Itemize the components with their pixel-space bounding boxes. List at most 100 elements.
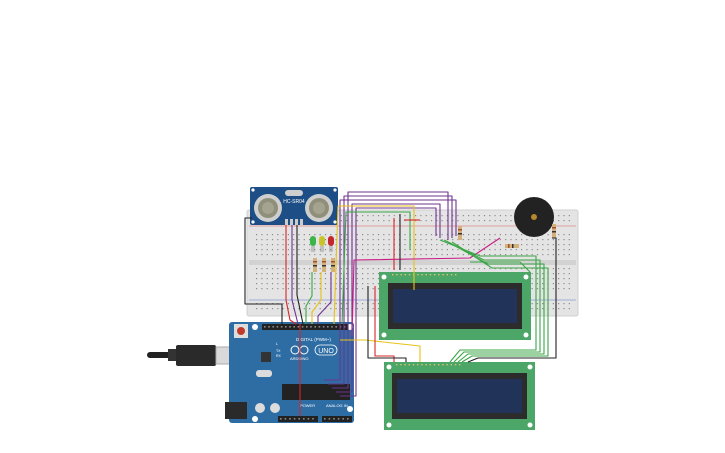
ultrasonic-sensor[interactable]: HC-SR04 [250,187,338,225]
resistor-buzzer[interactable] [552,224,556,238]
wire-trig[interactable] [291,225,299,325]
breadboard-hole [256,249,258,251]
breadboard-hole [462,234,464,236]
wire-red-bb-3[interactable] [374,286,395,362]
breadboard-hole [430,215,433,217]
breadboard-hole [356,283,358,285]
breadboard-hole [287,303,289,305]
wire-green-top[interactable] [341,211,411,325]
breadboard-hole [558,215,560,217]
wire-red-vcc[interactable] [285,225,297,325]
wire-green-lcd-3[interactable] [447,241,545,363]
breadboard-hole [441,249,443,251]
breadboard-hole [287,278,289,280]
wire-black-gnd[interactable] [244,217,283,324]
arduino-pin [268,326,270,328]
arduino-pin [347,418,349,420]
breadboard-hole [356,249,358,251]
breadboard-hole [324,303,327,305]
breadboard-hole [568,303,570,305]
arduino-uno-board[interactable]: DIGITAL (PWM~) ARDUINO UNO TX RX L POWER… [225,322,354,423]
breadboard-hole [319,283,321,285]
breadboard-hole [282,308,284,310]
breadboard-hole [324,278,327,280]
breadboard-hole [377,244,380,246]
led-green[interactable] [310,236,316,252]
reset-button[interactable] [237,327,245,335]
breadboard-hole [388,249,390,251]
breadboard-hole [452,234,454,236]
resistor-horizontal[interactable] [505,244,519,248]
wires[interactable] [244,191,557,416]
breadboard-hole [473,249,475,251]
led-yellow[interactable] [319,236,325,252]
wire-black-lcd2[interactable] [367,286,407,362]
wire-purple-1[interactable] [324,199,457,381]
wire-purple-4[interactable] [336,203,441,393]
resistor-led-1[interactable] [313,258,317,272]
breadboard-hole [335,308,337,310]
wire-black-right[interactable] [467,237,557,363]
breadboard-hole [547,239,549,241]
resistor-led-2[interactable] [322,258,326,272]
wire-green-lcd-4[interactable] [451,241,549,363]
lcd-pin [455,274,457,276]
wire-purple-5[interactable] [340,207,437,397]
wire-purple-2[interactable] [328,195,453,385]
breadboard-hole [499,234,501,236]
resistor-mid[interactable] [458,226,462,240]
breadboard-hole [478,254,480,256]
wire-led-yellow[interactable] [311,272,322,324]
breadboard-hole [483,249,486,251]
breadboard-hole [362,239,364,241]
breadboard-hole [319,308,321,310]
breadboard-hole [505,268,507,270]
led-red[interactable] [328,236,334,252]
breadboard-hole [277,288,279,290]
wire-yellow-lcd[interactable] [340,339,421,362]
wire-magenta[interactable] [351,237,501,337]
lcd-pin [408,364,410,366]
breadboard-hole [261,278,263,280]
breadboard-hole [536,278,539,280]
lcd-display-2[interactable] [384,362,535,430]
wire-green-lcd1-a[interactable] [470,261,531,273]
wire-led-green[interactable] [305,272,313,324]
breadboard-hole [510,220,512,222]
breadboard-hole [568,254,570,256]
breadboard-hole [356,308,358,310]
resistor-led-3[interactable] [331,258,335,272]
breadboard-hole [510,215,512,217]
wire-led-red[interactable] [317,272,332,324]
arduino-pin [272,326,274,328]
breadboard-hole [319,303,321,305]
breadboard-hole [340,239,342,241]
wire-yellow-top[interactable] [333,205,415,325]
breadboard-hole [536,239,539,241]
wire-echo[interactable] [296,225,304,325]
arduino-pin [276,326,279,328]
breadboard-hole [452,215,454,217]
breadboard-hole [383,220,385,222]
breadboard-hole [531,244,533,246]
breadboard-hole [542,303,544,305]
lcd-pin [446,364,448,366]
breadboard-hole [494,234,496,236]
breadboard-hole [309,288,311,290]
breadboard-hole [531,254,533,256]
wire-green-lcd-1[interactable] [439,239,537,363]
breadboard-hole [558,239,560,241]
wire-green-lcd-2[interactable] [443,239,541,363]
piezo-buzzer[interactable] [514,197,554,237]
wire-purple-3[interactable] [332,191,449,389]
sensor-model-label: HC-SR04 [283,199,305,205]
breadboard-hole [505,215,507,217]
lcd-display-1[interactable] [379,272,531,340]
breadboard-hole [309,244,311,246]
breadboard-hole [372,278,374,280]
breadboard-hole [436,249,438,251]
lcd-pin [429,364,431,366]
breadboard-hole [372,249,374,251]
breadboard-hole [446,220,448,222]
